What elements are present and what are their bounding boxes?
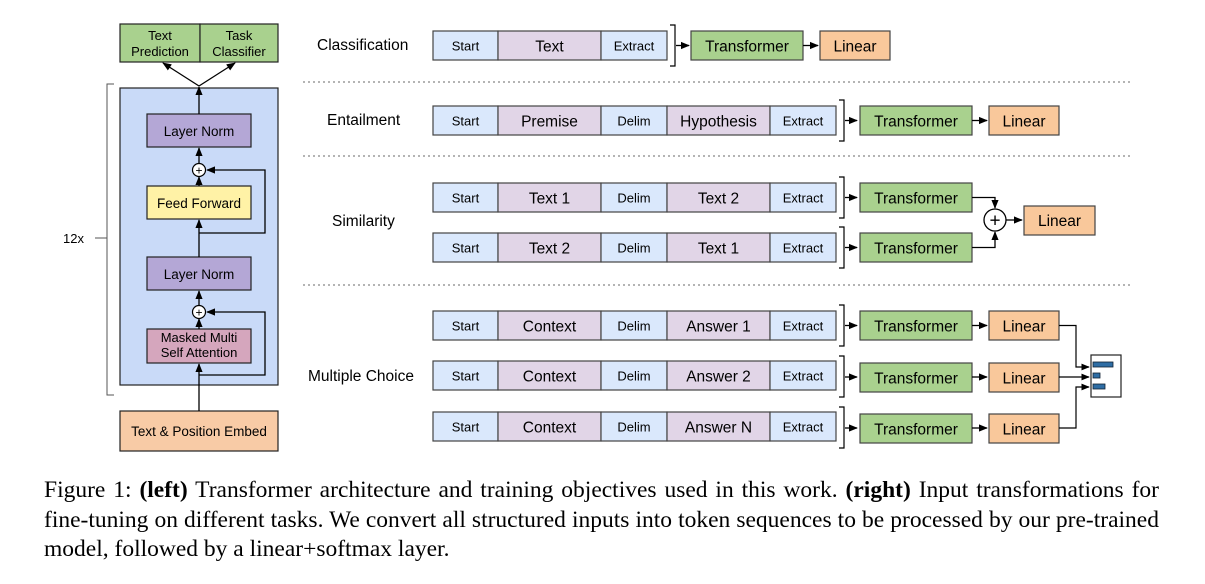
token-extract: Extract [783, 114, 824, 129]
token-delim: Delim [617, 241, 650, 256]
mc-linear-1: Linear [1002, 319, 1045, 336]
residual-add-bottom-symbol: + [195, 306, 202, 320]
embed-label: Text & Position Embed [131, 424, 267, 439]
token-start: Start [452, 191, 480, 206]
token-start: Start [452, 241, 480, 256]
layer-norm-top-label: Layer Norm [164, 124, 235, 139]
token-delim: Delim [617, 369, 650, 384]
token-start: Start [452, 319, 480, 334]
text-prediction-head [119, 23, 201, 63]
token-text: Text [535, 39, 564, 56]
token-answer-2: Answer 2 [686, 369, 751, 386]
masked-attention-label-1: Masked Multi [161, 330, 238, 345]
mc-row-2: Start Context Delim Answer 2 Extract Tra… [432, 355, 1060, 398]
task-classifier-label-2: Classifier [212, 44, 266, 59]
token-extract: Extract [783, 191, 824, 206]
layer-norm-bottom [146, 256, 252, 291]
token-context: Context [523, 420, 577, 437]
entailment-linear: Linear [1002, 114, 1045, 131]
entailment-row: Start Premise Delim Hypothesis Extract T… [432, 99, 1060, 142]
architecture-panel: Text Prediction Task Classifier 12x Laye… [63, 23, 279, 452]
mc-transformer-3: Transformer [874, 422, 958, 439]
token-delim: Delim [617, 319, 650, 334]
task-separators [303, 81, 1133, 286]
repeat-label: 12x [63, 231, 84, 246]
output-heads: Text Prediction Task Classifier [119, 23, 279, 63]
task-classifier-label-1: Task [226, 28, 253, 43]
layer-norm-top [146, 113, 252, 148]
task-panel: Classification Entailment Similarity Mul… [303, 24, 1133, 449]
token-extract: Extract [783, 420, 824, 435]
task-label-classification: Classification [317, 37, 408, 54]
caption-right-tag: (right) [845, 477, 911, 503]
task-label-similarity: Similarity [332, 213, 395, 230]
residual-add-top-symbol: + [195, 164, 202, 178]
feed-forward [146, 185, 252, 220]
task-label-entailment: Entailment [327, 112, 401, 129]
repeat-bracket [106, 83, 114, 396]
caption-left-tag: (left) [139, 477, 188, 503]
fork-arrow-right [198, 62, 236, 87]
mc-softmax [1059, 324, 1122, 429]
token-text-1: Text 1 [529, 191, 570, 208]
mc-row-3: Start Context Delim Answer N Extract Tra… [432, 406, 1060, 449]
similarity-add-symbol: + [989, 211, 1000, 232]
layer-norm-bottom-label: Layer Norm [164, 267, 235, 282]
token-start: Start [452, 369, 480, 384]
token-extract: Extract [783, 241, 824, 256]
caption-rest: Input transformations for fine-tuning on… [44, 477, 1159, 562]
caption-mid: Transformer architecture and training ob… [187, 477, 846, 503]
token-text-2: Text 2 [529, 241, 570, 258]
similarity-linear: Linear [1038, 213, 1081, 230]
token-delim: Delim [617, 191, 650, 206]
masked-attention-label-2: Self Attention [161, 345, 238, 360]
text-prediction-label-1: Text [148, 28, 172, 43]
mc-linear-2: Linear [1002, 371, 1045, 388]
similarity-combine: + Linear [972, 196, 1096, 249]
classification-transformer: Transformer [705, 39, 789, 56]
token-answer-n: Answer N [685, 420, 752, 437]
masked-self-attention [146, 328, 252, 364]
figure-caption: Figure 1: (left) Transformer architectur… [44, 476, 1159, 565]
token-extract: Extract [614, 39, 655, 54]
caption-prefix: Figure 1: [44, 477, 140, 503]
token-context: Context [523, 369, 577, 386]
token-extract: Extract [783, 369, 824, 384]
token-text-1: Text 1 [698, 241, 739, 258]
text-position-embed [119, 410, 279, 452]
token-extract: Extract [783, 319, 824, 334]
token-start: Start [452, 39, 480, 54]
mc-linear-3: Linear [1002, 422, 1045, 439]
token-hypothesis: Hypothesis [680, 114, 757, 131]
token-start: Start [452, 114, 480, 129]
token-text-2: Text 2 [698, 191, 739, 208]
task-classifier-head [199, 23, 279, 63]
mc-row-1: Start Context Delim Answer 1 Extract Tra… [432, 304, 1060, 347]
similarity-transformer-2: Transformer [874, 241, 958, 258]
fork-arrow-left [162, 62, 200, 87]
classification-row: Start Text Extract Transformer Linear [432, 24, 891, 67]
feed-forward-label: Feed Forward [157, 196, 241, 211]
similarity-row-2: Start Text 2 Delim Text 1 Extract Transf… [432, 226, 973, 269]
mc-transformer-1: Transformer [874, 319, 958, 336]
token-context: Context [523, 319, 577, 336]
entailment-transformer: Transformer [874, 114, 958, 131]
similarity-row-1: Start Text 1 Delim Text 2 Extract Transf… [432, 176, 973, 219]
gpt-architecture-diagram: Text Prediction Task Classifier 12x Laye… [63, 23, 1133, 452]
mc-transformer-2: Transformer [874, 371, 958, 388]
token-answer-1: Answer 1 [686, 319, 751, 336]
token-start: Start [452, 420, 480, 435]
similarity-transformer-1: Transformer [874, 191, 958, 208]
token-delim: Delim [617, 114, 650, 129]
token-delim: Delim [617, 420, 650, 435]
flow-arrows [195, 86, 266, 411]
classification-linear: Linear [833, 39, 876, 56]
task-label-multiple-choice: Multiple Choice [308, 368, 414, 385]
text-prediction-label-2: Prediction [131, 44, 189, 59]
token-premise: Premise [521, 114, 578, 131]
